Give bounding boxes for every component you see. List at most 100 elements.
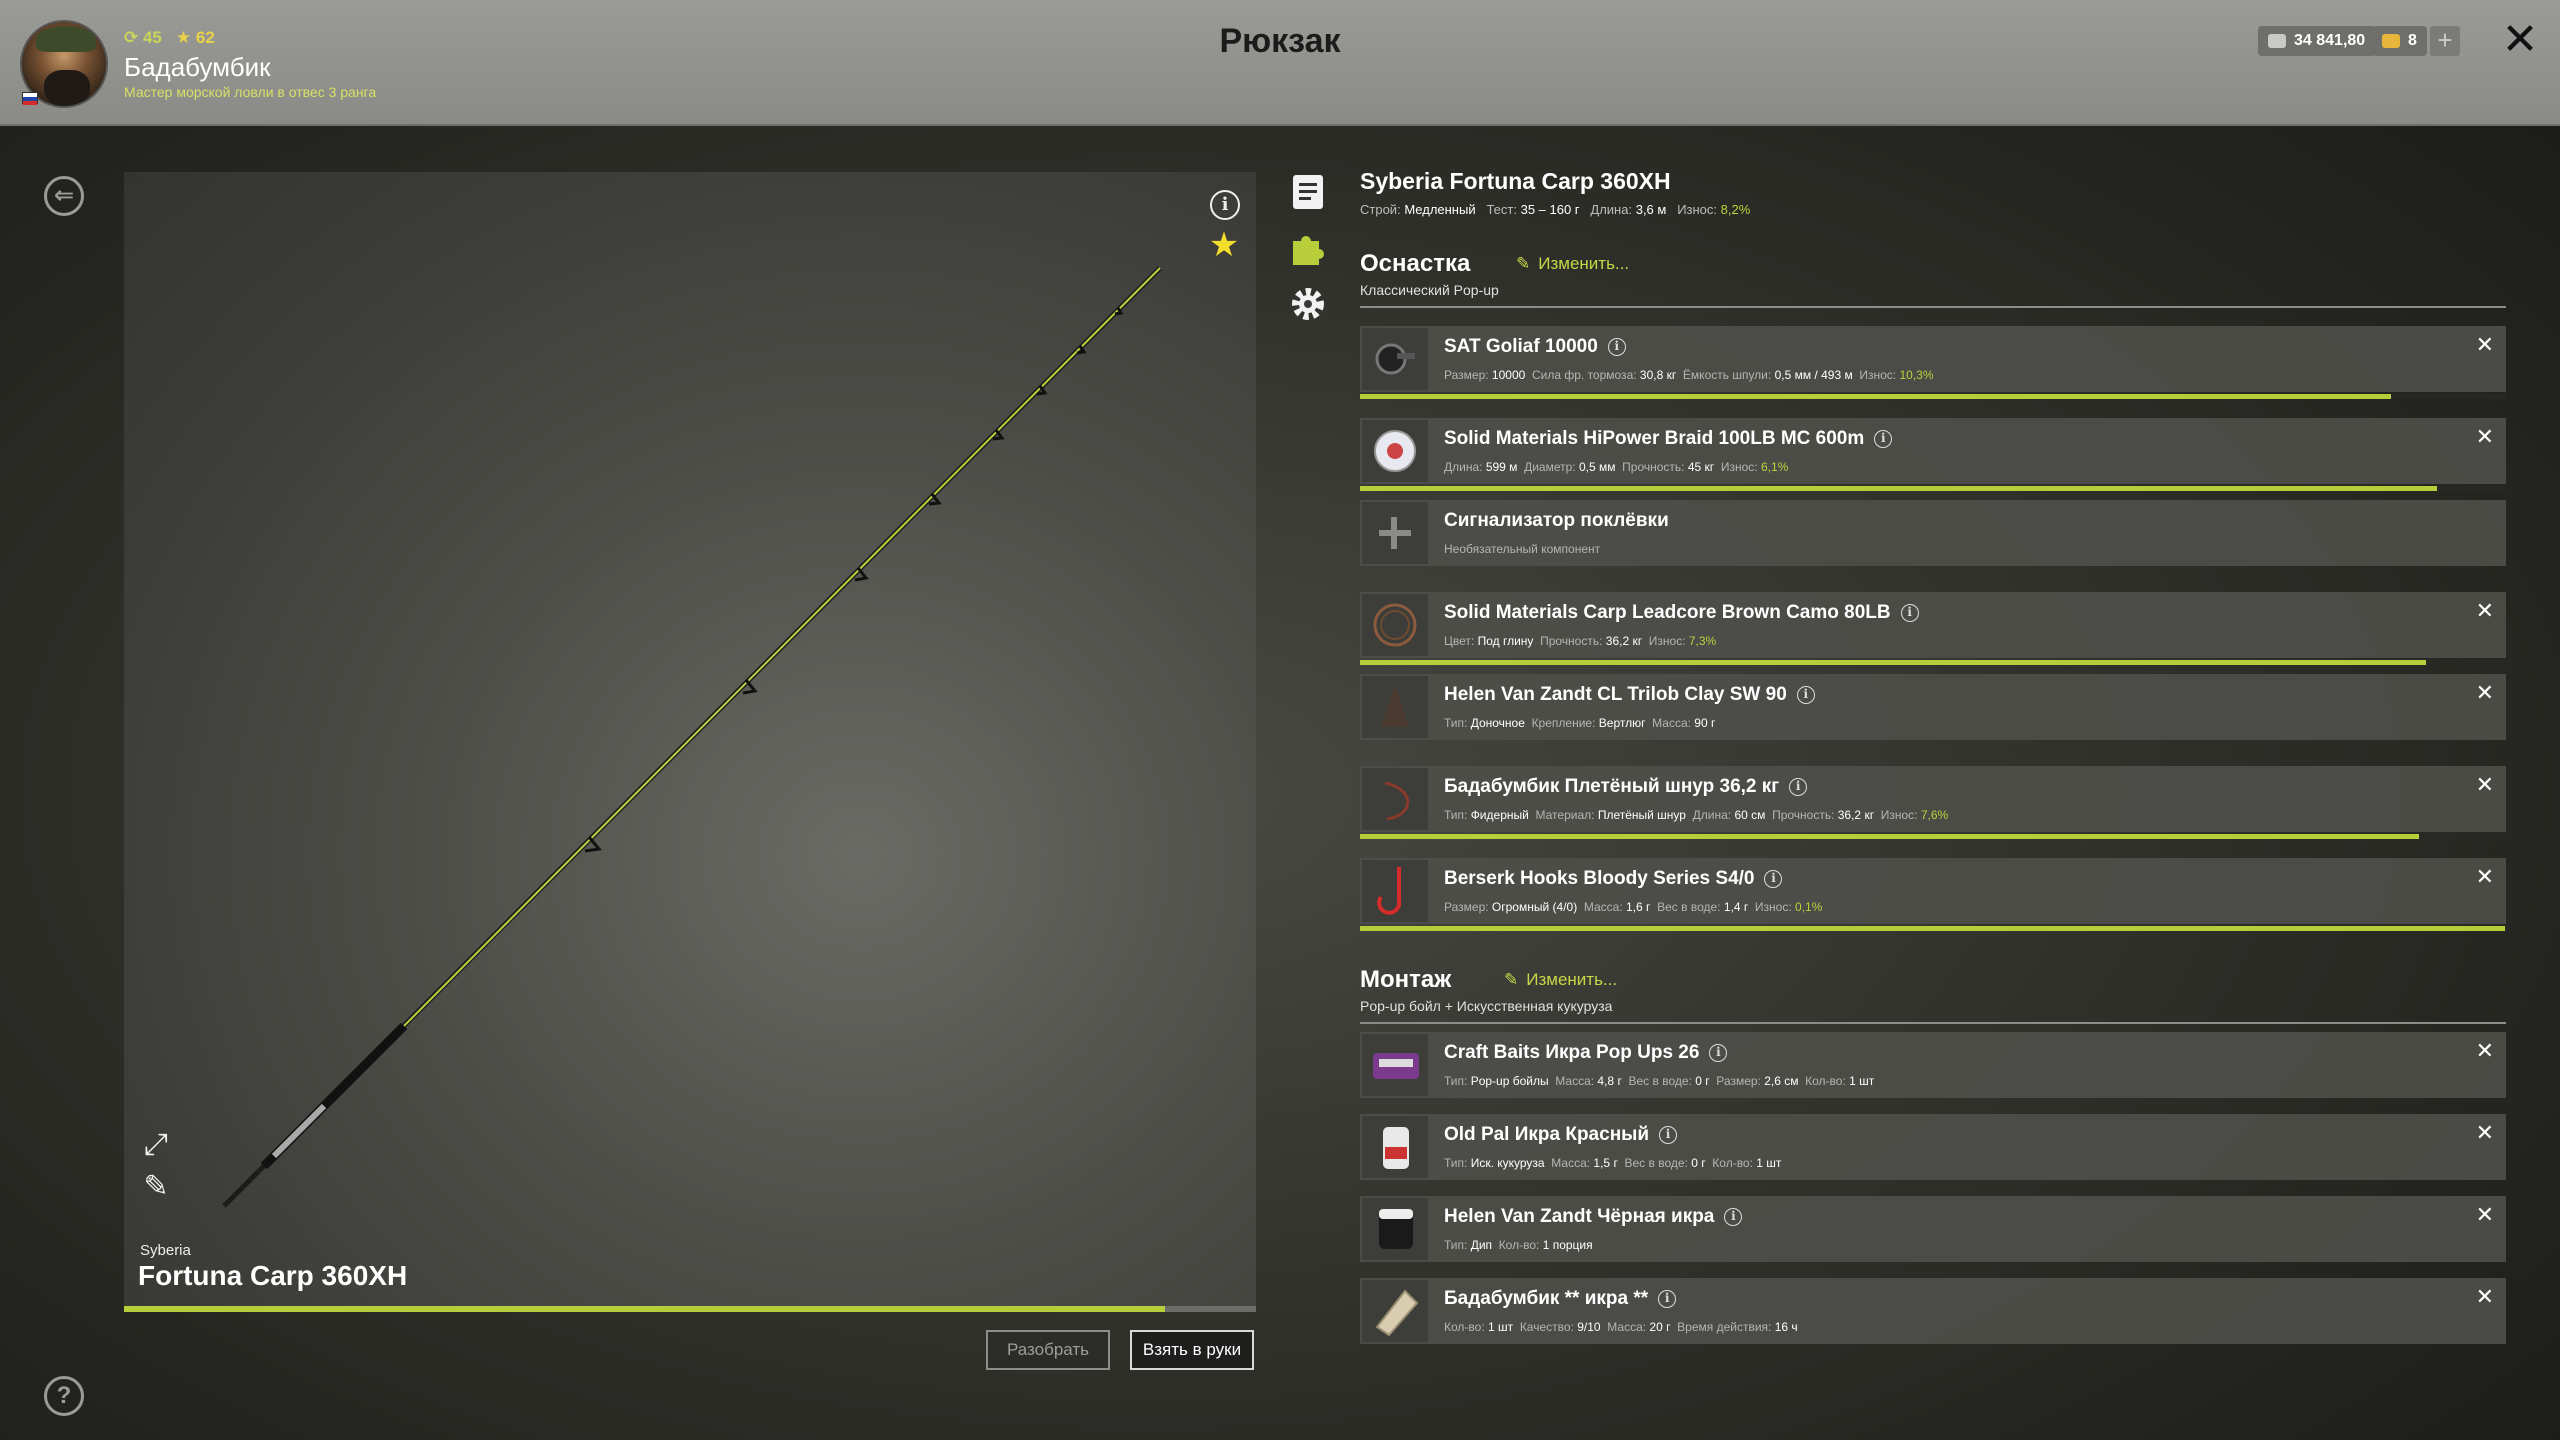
item-thumbnail — [1362, 1034, 1428, 1096]
remove-item-button[interactable]: ✕ — [2475, 1202, 2494, 1227]
tub-icon — [1379, 1209, 1413, 1249]
country-flag-icon — [22, 92, 38, 105]
info-icon[interactable]: i — [1789, 778, 1808, 796]
item-name: Solid Materials HiPower Braid 100LB MC 6… — [1444, 428, 1893, 450]
edit-bait-button[interactable]: ✎Изменить... — [1504, 970, 1618, 989]
silver-coin-icon — [2268, 34, 2286, 48]
rod-wear-bar — [124, 1306, 1256, 1312]
rig-type: Классический Pop-up — [1360, 282, 1499, 298]
item-name: Сигнализатор поклёвки — [1444, 510, 1669, 531]
item-subtitle: Необязательный компонент — [1444, 542, 1601, 556]
item-specs: Размер: 10000 Сила фр. тормоза: 30,8 кг … — [1444, 368, 1934, 382]
item-thumbnail — [1362, 860, 1428, 922]
rod-preview: i ★ ⤢ ✎ Syberia Fortuna Carp 360XH — [124, 172, 1256, 1312]
remove-item-button[interactable]: ✕ — [2475, 1120, 2494, 1145]
item-thumbnail — [1362, 768, 1428, 830]
item-wear-bar — [1360, 486, 2506, 491]
edit-pen-icon[interactable]: ✎ — [143, 1170, 169, 1203]
info-icon[interactable]: i — [1210, 190, 1240, 220]
tab-description[interactable] — [1286, 170, 1330, 214]
rod-illustration — [222, 266, 1162, 1208]
player-stats: ⟳ 45 ★ 62 — [124, 28, 215, 48]
edit-icon: ✎ — [1516, 254, 1531, 273]
fullscreen-icon[interactable]: ⤢ — [144, 1128, 168, 1161]
gold-coin-icon — [2382, 34, 2400, 48]
item-specs: Тип: Доночное Крепление: Вертлюг Масса: … — [1444, 716, 1716, 730]
info-icon[interactable]: i — [1659, 1126, 1678, 1144]
info-icon[interactable]: i — [1658, 1290, 1677, 1308]
remove-item-button[interactable]: ✕ — [2475, 332, 2494, 357]
item-thumbnail — [1362, 594, 1428, 656]
item-specs: Длина: 599 м Диаметр: 0,5 мм Прочность: … — [1444, 460, 1789, 474]
favorite-star-icon[interactable]: ★ — [1208, 226, 1240, 264]
remove-item-button[interactable]: ✕ — [2475, 772, 2494, 797]
info-icon[interactable]: i — [1874, 430, 1893, 448]
remove-item-button[interactable]: ✕ — [2475, 680, 2494, 705]
info-icon[interactable]: i — [1764, 870, 1783, 888]
remove-item-button[interactable]: ✕ — [2475, 1284, 2494, 1309]
item-wear-bar — [1360, 926, 2506, 931]
hook-icon — [1377, 867, 1402, 915]
item-specs: Тип: Pop-up бойлы Масса: 4,8 г Вес в вод… — [1444, 1074, 1875, 1088]
player-name: Бадабумбик — [124, 52, 271, 82]
item-thumbnail — [1362, 328, 1428, 390]
info-icon[interactable]: i — [1709, 1044, 1728, 1062]
info-icon[interactable]: i — [1900, 604, 1919, 622]
bait-type: Pop-up бойл + Искусственная кукуруза — [1360, 998, 1613, 1014]
page-title: Рюкзак — [1219, 22, 1341, 60]
gear-icon — [1292, 288, 1324, 320]
rig-item[interactable]: Solid Materials HiPower Braid 100LB MC 6… — [1360, 418, 2506, 491]
item-wear-bar — [1360, 834, 2506, 839]
plus-icon — [1379, 517, 1411, 549]
help-icon[interactable]: ? — [44, 1376, 84, 1416]
rod-model: Fortuna Carp 360XH — [138, 1260, 408, 1291]
info-icon[interactable]: i — [1724, 1208, 1743, 1226]
remove-item-button[interactable]: ✕ — [2475, 1038, 2494, 1063]
tab-settings[interactable] — [1286, 282, 1330, 326]
disassemble-button[interactable]: Разобрать — [986, 1330, 1110, 1370]
player-rank: Мастер морской ловли в отвес 3 ранга — [124, 84, 377, 100]
item-specs: Тип: Дип Кол-во: 1 порция — [1444, 1238, 1593, 1252]
item-specs: Кол-во: 1 шт Качество: 9/10 Масса: 20 г … — [1444, 1320, 1798, 1334]
close-button[interactable]: ✕ — [2501, 15, 2539, 64]
item-wear-bar — [1360, 394, 2506, 399]
remove-item-button[interactable]: ✕ — [2475, 598, 2494, 623]
item-thumbnail — [1362, 1280, 1428, 1342]
add-currency-button[interactable]: + — [2430, 26, 2460, 56]
tab-components[interactable] — [1286, 226, 1330, 270]
spool-icon — [1374, 430, 1416, 472]
item-thumbnail — [1362, 1198, 1428, 1260]
player-stars: ★ 62 — [175, 28, 215, 47]
item-wear-fill — [1360, 834, 2419, 839]
remove-item-button[interactable]: ✕ — [2475, 864, 2494, 889]
remove-item-button[interactable]: ✕ — [2475, 424, 2494, 449]
back-icon[interactable]: ⇐ — [44, 176, 84, 216]
info-icon[interactable]: i — [1796, 686, 1815, 704]
item-wear-fill — [1360, 660, 2426, 665]
rig-item[interactable]: Solid Materials Carp Leadcore Brown Camo… — [1360, 592, 2506, 665]
bait-section-title: Монтаж — [1360, 966, 1452, 993]
box-icon — [1373, 1053, 1419, 1079]
take-in-hands-button[interactable]: Взять в руки — [1130, 1330, 1254, 1370]
item-specs: Цвет: Под глину Прочность: 36,2 кг Износ… — [1444, 634, 1717, 648]
item-name: Solid Materials Carp Leadcore Brown Camo… — [1444, 602, 1919, 624]
silver-balance: 34 841,80 — [2258, 26, 2376, 56]
top-bar: ⟳ 45 ★ 62 Бадабумбик Мастер морской ловл… — [0, 0, 2560, 126]
edit-rig-button[interactable]: ✎Изменить... — [1516, 254, 1630, 273]
info-icon[interactable]: i — [1607, 338, 1626, 356]
sinker-icon — [1381, 685, 1409, 727]
item-specs: Тип: Иск. кукуруза Масса: 1,5 г Вес в во… — [1444, 1156, 1782, 1170]
